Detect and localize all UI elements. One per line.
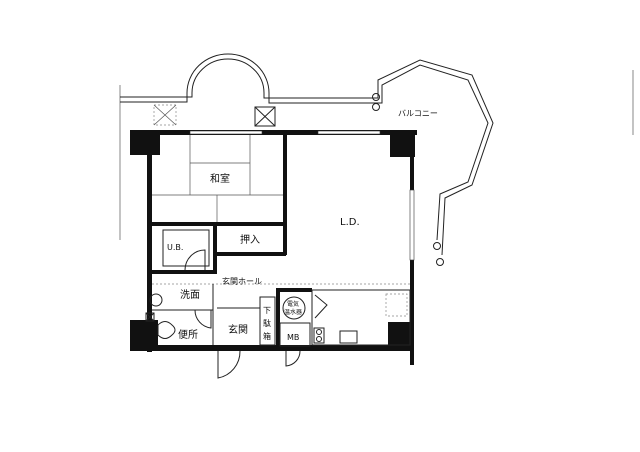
ub-label: U.B. [167,243,183,252]
kitchen-counter [311,289,411,346]
benjo-label: 便所 [178,328,198,341]
senmen-label: 洗面 [180,289,200,301]
window [409,189,415,261]
ld-label: L.D. [340,217,360,228]
stove-icon [313,327,325,344]
drain-icon [433,242,441,250]
tatami-lines [152,135,283,222]
fridge-space [385,293,408,317]
door-swings [184,249,328,379]
getabako-label: 箱 [263,331,271,341]
window [189,130,263,135]
washitsu-label: 和室 [210,172,230,185]
drain-icon [372,103,380,111]
water-heater-label: 温水器 [284,308,302,316]
getabako-box [259,296,276,346]
bathtub [162,229,210,267]
water-heater-label: 電気 [287,300,299,308]
water-heater-icon [282,296,306,320]
outdoor-unit-icon [254,106,276,127]
sink-icon [339,330,358,344]
washbasin-icon [149,293,163,307]
getabako-label: 下 [263,306,271,315]
getabako-label: 駄 [263,318,271,328]
oshiire-label: 押入 [240,233,260,246]
genkan-label: 玄関 [228,323,248,336]
window [317,130,381,135]
mb-box [279,322,311,347]
hatch-vent-icon [153,104,177,126]
mb-label: MB [287,333,299,342]
balcony-outline [120,53,494,266]
vent-icon [145,312,155,322]
genkan-hall-label: 玄関ホール [222,276,262,286]
balcony-label: バルコニー [398,109,438,118]
drain-icon [436,258,444,266]
drain-icon [372,93,380,101]
toilet-icon [157,321,176,339]
